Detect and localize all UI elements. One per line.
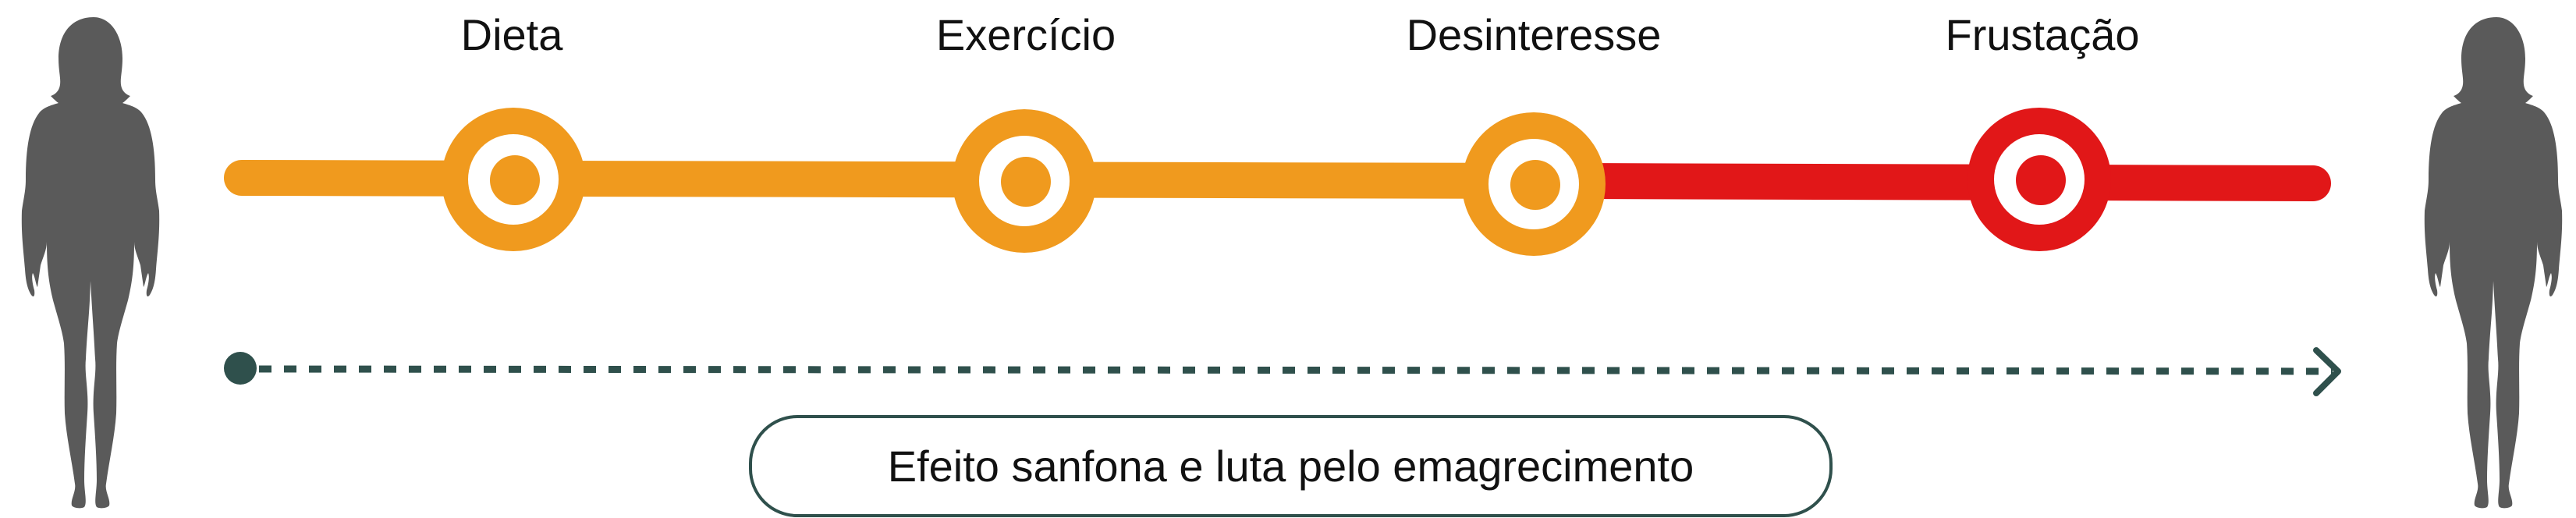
arrow-start-dot [224, 352, 257, 385]
woman-silhouette-icon-end [2424, 17, 2563, 509]
timeline-red-segment [1558, 163, 2331, 201]
woman-silhouette-icon-start [21, 17, 160, 509]
dotted-progress-line [258, 365, 2333, 375]
arrow-right-icon [2313, 347, 2341, 396]
caption-text: Efeito sanfona e luta pelo emagrecimento [887, 442, 1694, 491]
target-icon-desinteresse [1462, 112, 1606, 256]
timeline-orange-segment [224, 160, 1570, 199]
target-icon-frustacao [1967, 108, 2111, 251]
stage-label-frustacao: Frustação [1945, 10, 2140, 59]
stage-label-desinteresse: Desinteresse [1406, 10, 1662, 59]
target-icon-exercicio [953, 109, 1096, 253]
caption-box: Efeito sanfona e luta pelo emagrecimento [749, 415, 1833, 517]
stage-label-exercicio: Exercício [935, 10, 1116, 59]
stage-label-dieta: Dieta [460, 10, 563, 59]
target-icon-dieta [442, 108, 585, 251]
